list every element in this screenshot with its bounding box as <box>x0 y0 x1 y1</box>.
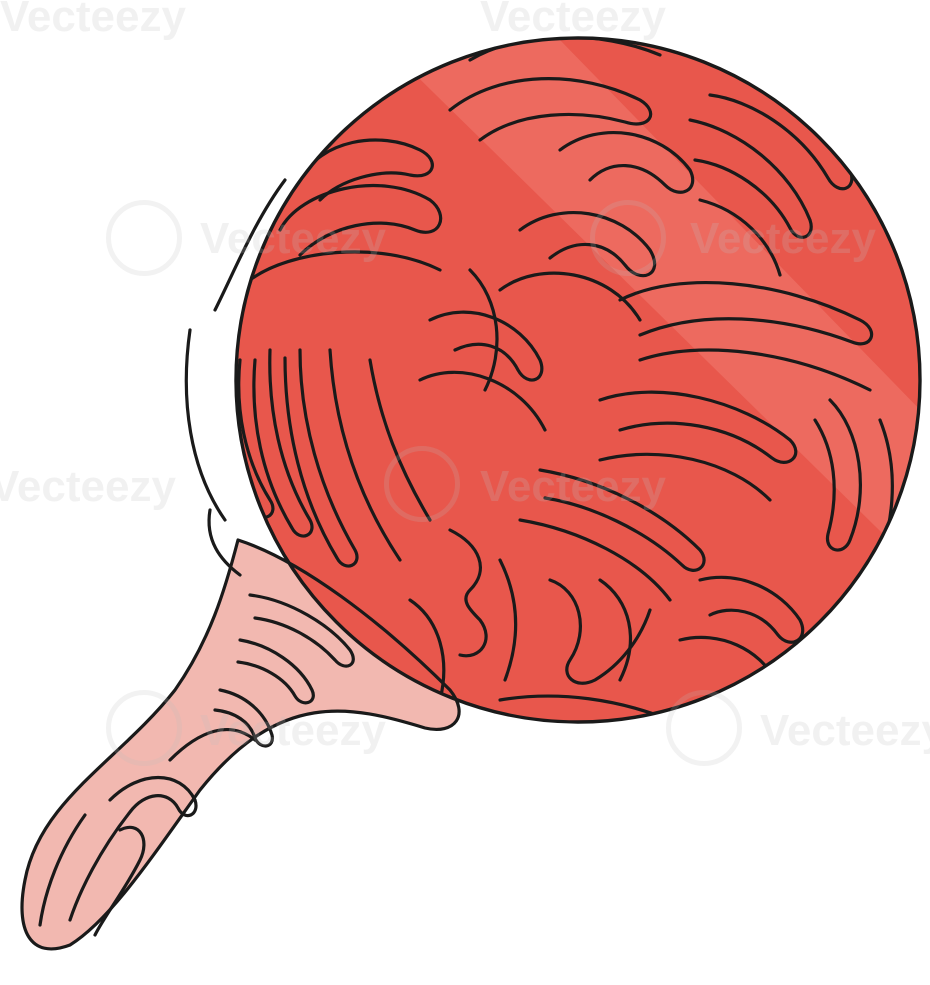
swirl-pattern <box>236 38 894 722</box>
handle-lines <box>20 178 461 951</box>
paddle-face-outline <box>234 36 922 724</box>
paddle-face <box>236 38 920 722</box>
paddle-handle <box>22 540 460 949</box>
